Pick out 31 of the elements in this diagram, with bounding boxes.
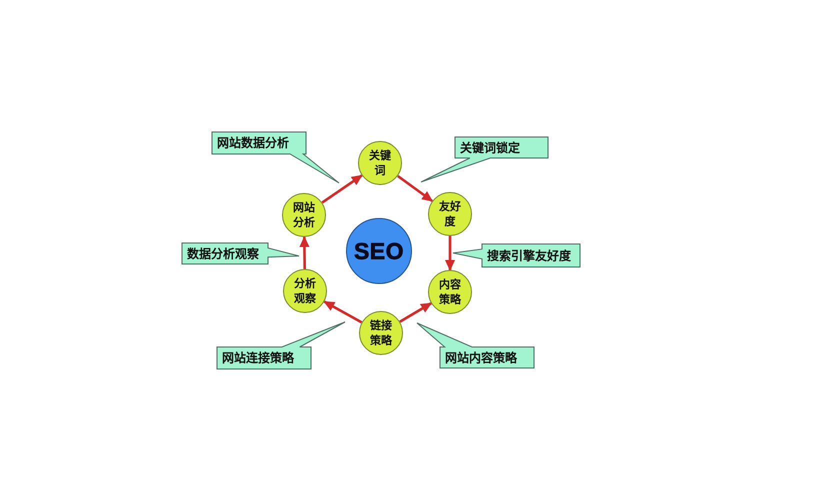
arrow [399,302,432,323]
step-circle [282,193,326,237]
step-label: 网站分析 [292,200,316,230]
step-label: 友好度 [438,198,462,230]
callout-shape [421,137,548,182]
step-circle [428,192,472,236]
callout-shape [417,323,534,368]
step-circle [359,311,403,355]
arrow [397,174,433,202]
arrow [321,174,363,204]
step-circle [358,141,402,185]
step-label: 关键词 [368,148,392,178]
arrow [323,300,362,324]
step-circle [283,269,327,313]
callout-label: 关键词锁定 [460,140,520,154]
step-label: 分析观察 [293,276,317,306]
hub-label: SEO [354,238,404,264]
arrow [299,236,310,270]
callout-label: 网站连接策略 [222,351,294,365]
callout-shape [182,243,299,264]
callout-label: 网站数据分析 [217,136,289,150]
step-label: 链接策略 [369,318,393,348]
callout-shape [217,322,345,369]
callout-shape [453,244,580,267]
callout-label: 搜索引擎友好度 [487,248,571,262]
callout-label: 数据分析观察 [187,246,259,260]
step-label: 内容策略 [438,276,462,308]
callout-shape [212,132,339,183]
arrow [445,236,455,271]
step-circle [428,270,472,314]
callout-label: 网站内容策略 [445,350,517,364]
